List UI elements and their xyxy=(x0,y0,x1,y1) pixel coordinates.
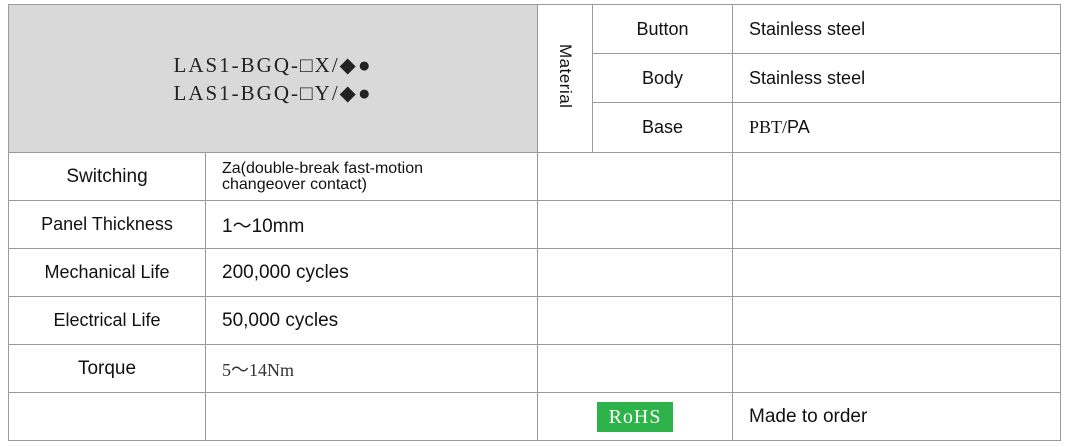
panel-thickness-label: Panel Thickness xyxy=(8,200,206,249)
empty-cell xyxy=(537,152,734,201)
switching-value: Za(double-break fast-motion changeover c… xyxy=(204,152,539,201)
rohs-badge: RoHS xyxy=(596,401,674,432)
empty-cell xyxy=(537,248,734,297)
empty-cell xyxy=(537,344,734,393)
spec-table: LAS1-BGQ-□X/◆● LAS1-BGQ-□Y/◆● Material B… xyxy=(7,4,1062,441)
empty-cell xyxy=(204,392,539,441)
switching-value-text: Za(double-break fast-motion changeover c… xyxy=(222,159,423,193)
material-label-cell: Material xyxy=(537,4,594,153)
panel-thickness-value: 1～10mm xyxy=(204,200,539,249)
model-line-2: LAS1-BGQ-□Y/◆● xyxy=(173,80,373,105)
material-value-base-pbt: PBT/ xyxy=(749,117,788,137)
empty-cell xyxy=(732,296,1062,345)
material-part-base: Base xyxy=(592,102,734,153)
torque-label: Torque xyxy=(8,344,206,393)
empty-cell xyxy=(732,248,1062,297)
model-header-cell: LAS1-BGQ-□X/◆● LAS1-BGQ-□Y/◆● xyxy=(7,4,539,153)
material-part-body: Body xyxy=(592,53,734,103)
empty-cell xyxy=(732,152,1062,201)
mechanical-life-value: 200,000 cycles xyxy=(204,248,539,297)
empty-cell xyxy=(732,344,1062,393)
material-part-button: Button xyxy=(592,4,734,54)
mechanical-life-label: Mechanical Life xyxy=(8,248,206,297)
empty-cell xyxy=(732,200,1062,249)
empty-cell xyxy=(8,392,206,441)
empty-cell xyxy=(537,296,734,345)
empty-cell xyxy=(537,200,734,249)
torque-value: 5～14Nm xyxy=(204,344,539,393)
rohs-cell: RoHS xyxy=(537,392,734,441)
material-value-base-cell: PBT/PA xyxy=(732,102,1062,153)
model-line-1: LAS1-BGQ-□X/◆● xyxy=(173,52,373,77)
made-to-order-label: Made to order xyxy=(732,392,1062,441)
material-label: Material xyxy=(556,43,576,109)
switching-label: Switching xyxy=(8,152,206,201)
electrical-life-value: 50,000 cycles xyxy=(204,296,539,345)
electrical-life-label: Electrical Life xyxy=(8,296,206,345)
material-value-body: Stainless steel xyxy=(732,53,1062,103)
material-value-base-pa: PA xyxy=(787,117,810,137)
material-value-button: Stainless steel xyxy=(732,4,1062,54)
